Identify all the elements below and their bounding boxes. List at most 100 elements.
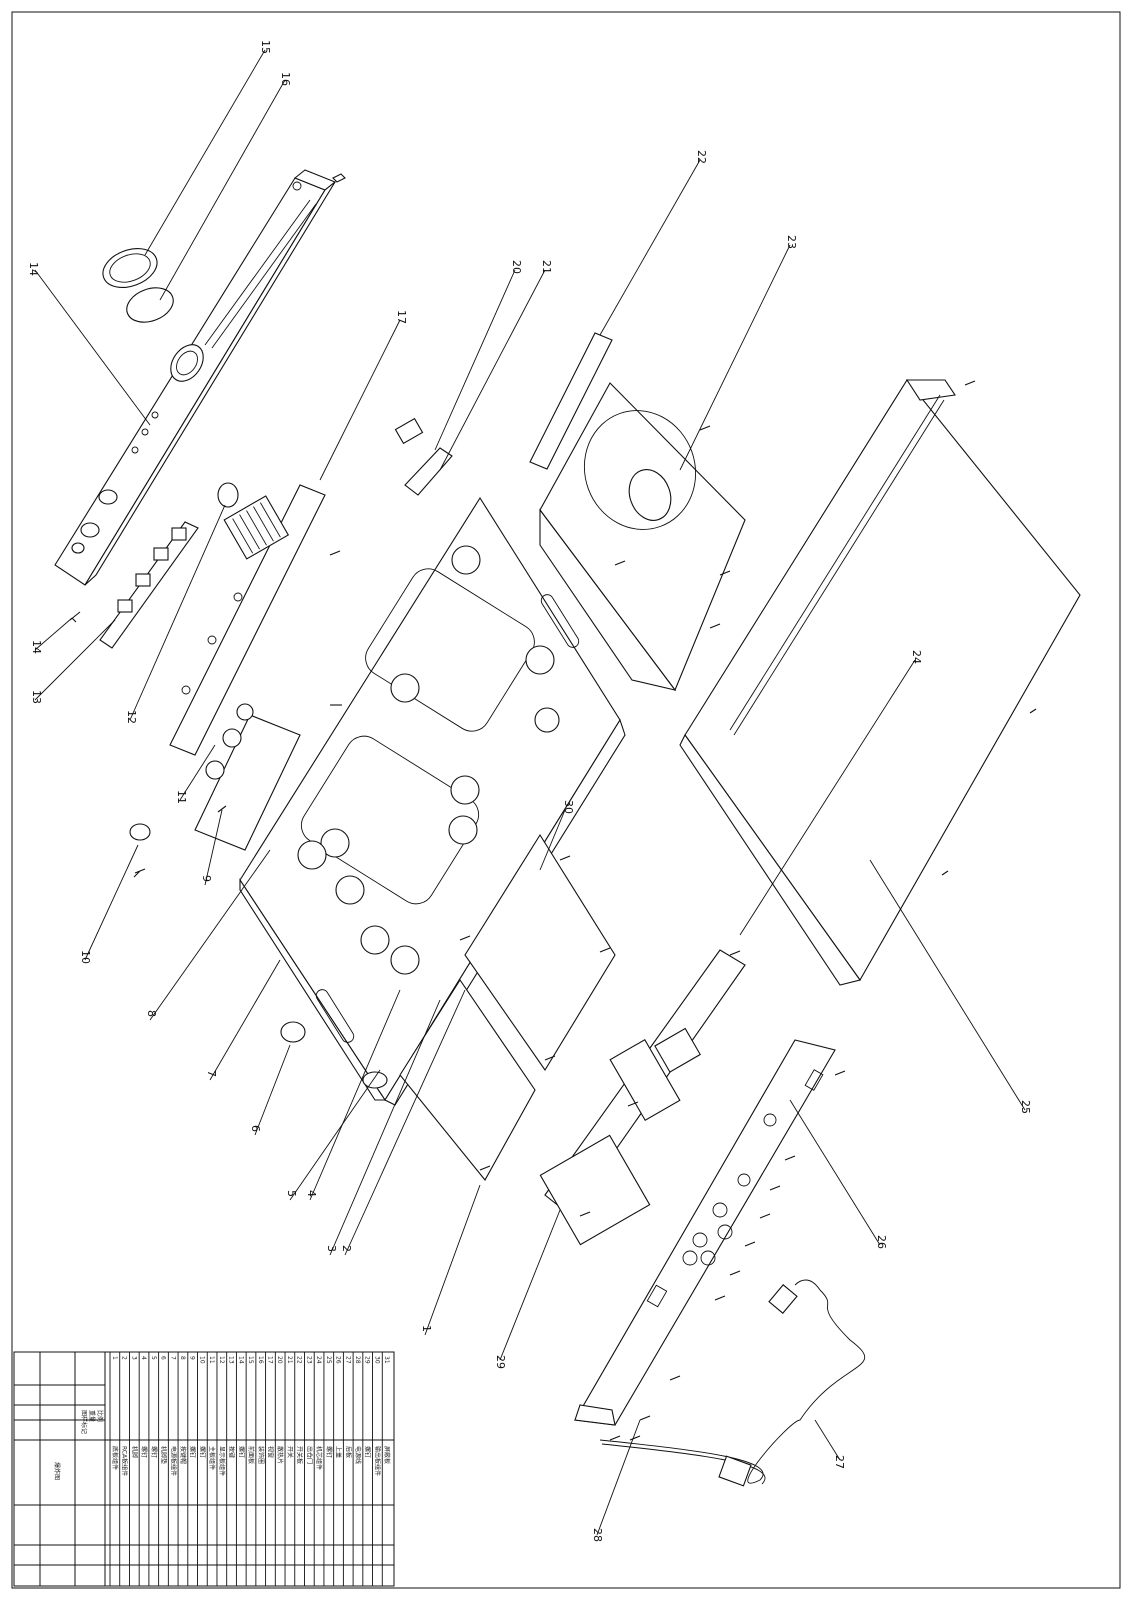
- parts-list-number: 23: [305, 1356, 312, 1364]
- callout-14: 14: [30, 640, 43, 654]
- main-board: [194, 703, 301, 851]
- parts-list-name: 散热片: [276, 1446, 284, 1464]
- parts-list-number: 10: [198, 1356, 205, 1364]
- callout-21: 20: [510, 260, 523, 274]
- title-block-name: 爆炸图: [53, 1462, 61, 1480]
- output-board: [539, 949, 746, 1246]
- parts-list-number: 9: [189, 1356, 196, 1360]
- callout-30: 29: [494, 1355, 507, 1369]
- parts-list-name: 出仓门: [305, 1446, 313, 1464]
- parts-list-name: 底板组件: [111, 1446, 119, 1470]
- parts-list-name: 开关: [286, 1446, 294, 1458]
- parts-list-name: 螺钉: [325, 1446, 333, 1458]
- rca-plate: [399, 978, 536, 1181]
- parts-list-number: 11: [208, 1356, 215, 1364]
- parts-list-name: 前面板: [247, 1446, 255, 1464]
- parts-list-number: 29: [364, 1356, 371, 1364]
- parts-list-number: 2: [121, 1356, 128, 1360]
- parts-list-name: 后板: [344, 1446, 352, 1458]
- parts-list-name: 电源板组件: [169, 1446, 177, 1476]
- callout-29: 28: [591, 1528, 604, 1542]
- parts-list-number: 13: [228, 1356, 235, 1364]
- parts-list-number: 12: [218, 1356, 225, 1364]
- callout-3: 3: [325, 1245, 338, 1252]
- callout-17: 16: [279, 72, 292, 86]
- parts-list-number: 21: [286, 1356, 293, 1364]
- callout-22: 21: [540, 260, 553, 274]
- callout-11: 11: [175, 790, 188, 804]
- parts-list-number: 1: [111, 1356, 118, 1360]
- front-panel: [54, 169, 346, 586]
- parts-list-number: 6: [160, 1356, 167, 1360]
- foot-pad-10: [129, 823, 151, 841]
- parts-list-number: 28: [354, 1356, 361, 1364]
- sheet-border: [11, 11, 1121, 1589]
- rear-panel: [574, 1039, 836, 1426]
- parts-list-name: RCA板组件: [121, 1446, 129, 1476]
- parts-list-name: 螺钉: [364, 1446, 372, 1458]
- screws: [133, 380, 1037, 1441]
- parts-list-name: 装饰圈: [257, 1446, 265, 1464]
- switch: [394, 417, 424, 445]
- decorative-ring: [102, 248, 158, 288]
- key-bracket: [99, 521, 199, 649]
- parts-list-number: 24: [315, 1356, 322, 1364]
- screw-14: [69, 611, 81, 623]
- callout-31: 30: [562, 800, 575, 814]
- shield-plate: [464, 833, 616, 1072]
- parts-list-number: 17: [267, 1356, 274, 1364]
- callout-16: 15: [259, 40, 272, 54]
- title-block-field-3: 比例: [96, 1410, 104, 1422]
- parts-list-number: 4: [140, 1356, 147, 1360]
- switch-board: [404, 447, 453, 496]
- callout-15: 14: [27, 262, 40, 276]
- parts-list-number: 3: [130, 1356, 137, 1360]
- callout-25: 24: [910, 650, 923, 664]
- parts-list-name: 主板组件: [208, 1446, 216, 1470]
- callout-5: 5: [285, 1190, 298, 1197]
- parts-list-name: 开关板: [296, 1446, 304, 1464]
- parts-list-name: 螺钉: [140, 1446, 148, 1458]
- parts-list-number: 7: [169, 1356, 176, 1360]
- callout-8: 8: [145, 1010, 158, 1017]
- parts-list-number: 27: [344, 1356, 351, 1364]
- callout-24: 23: [785, 235, 798, 249]
- parts-list-name: 螺钉: [198, 1446, 206, 1458]
- parts-list-number: 26: [335, 1356, 342, 1364]
- callout-9: 9: [200, 875, 213, 882]
- display-board: [169, 482, 326, 756]
- parts-list-number: 25: [325, 1356, 332, 1364]
- top-cover: [679, 379, 1081, 986]
- parts-list-name: 显示板组件: [218, 1446, 226, 1476]
- parts-list-number: 5: [150, 1356, 157, 1360]
- callout-26: 25: [1019, 1100, 1032, 1114]
- parts-list-number: 31: [383, 1356, 390, 1364]
- callout-10: 10: [79, 950, 92, 964]
- callout-labels: 15 16 14 17 20 21 22 23 24 25 26 27 28 2…: [27, 40, 1032, 1542]
- parts-list-number: 15: [247, 1356, 254, 1364]
- parts-list-name: 机脚垫: [160, 1446, 168, 1464]
- callout-23: 22: [695, 150, 708, 164]
- callout-13: 13: [30, 690, 43, 704]
- callout-28: 27: [833, 1455, 846, 1469]
- parts-list-name: 按键帽: [179, 1446, 187, 1464]
- callout-4: 4: [305, 1190, 318, 1197]
- parts-list-name: 按键: [228, 1446, 236, 1458]
- parts-list-name: 屏蔽板: [383, 1446, 391, 1464]
- title-block-field-2: 重量: [88, 1410, 96, 1422]
- parts-list-number: 16: [257, 1356, 264, 1364]
- callout-2: 2: [340, 1245, 353, 1252]
- power-cord: [599, 1279, 866, 1487]
- callout-20: 17: [395, 310, 408, 324]
- parts-list-number: 22: [296, 1356, 303, 1364]
- tray-door: [529, 332, 613, 470]
- callout-27: 26: [875, 1235, 888, 1249]
- parts-list-name: 上盖: [335, 1446, 343, 1458]
- callout-6: 6: [249, 1125, 262, 1132]
- parts-list-name: 螺钉: [150, 1446, 158, 1458]
- foot-pad-6: [280, 1021, 306, 1043]
- callout-1: 1: [420, 1325, 433, 1332]
- callout-7: 7: [205, 1070, 218, 1077]
- parts-list-number: 8: [179, 1356, 186, 1360]
